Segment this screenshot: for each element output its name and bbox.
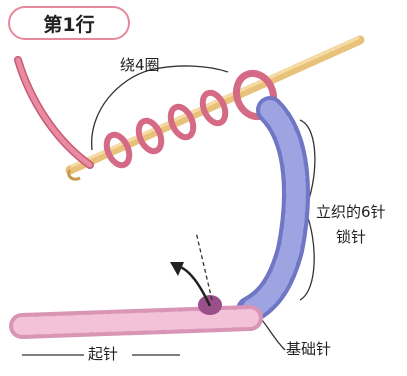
- wraps-label: 绕4圈: [120, 58, 160, 73]
- foundation-label: 起针: [88, 347, 118, 362]
- working-yarn-inner: [18, 60, 90, 165]
- hook-highlight: [72, 38, 358, 166]
- crochet-hook: [70, 40, 360, 170]
- row-title: 第1行: [43, 10, 94, 37]
- insert-guide-line: [196, 232, 212, 300]
- working-yarn: [18, 60, 90, 165]
- turning-chain: [250, 110, 296, 310]
- row-title-badge: 第1行: [8, 6, 130, 40]
- foundation-chain: [22, 318, 250, 326]
- base-stitch-label: 基础针: [286, 342, 331, 357]
- base-callout-line: [262, 320, 285, 350]
- turning-chain-label: 立织的6针: [316, 205, 386, 220]
- chain-stitch-label: 锁针: [336, 230, 366, 245]
